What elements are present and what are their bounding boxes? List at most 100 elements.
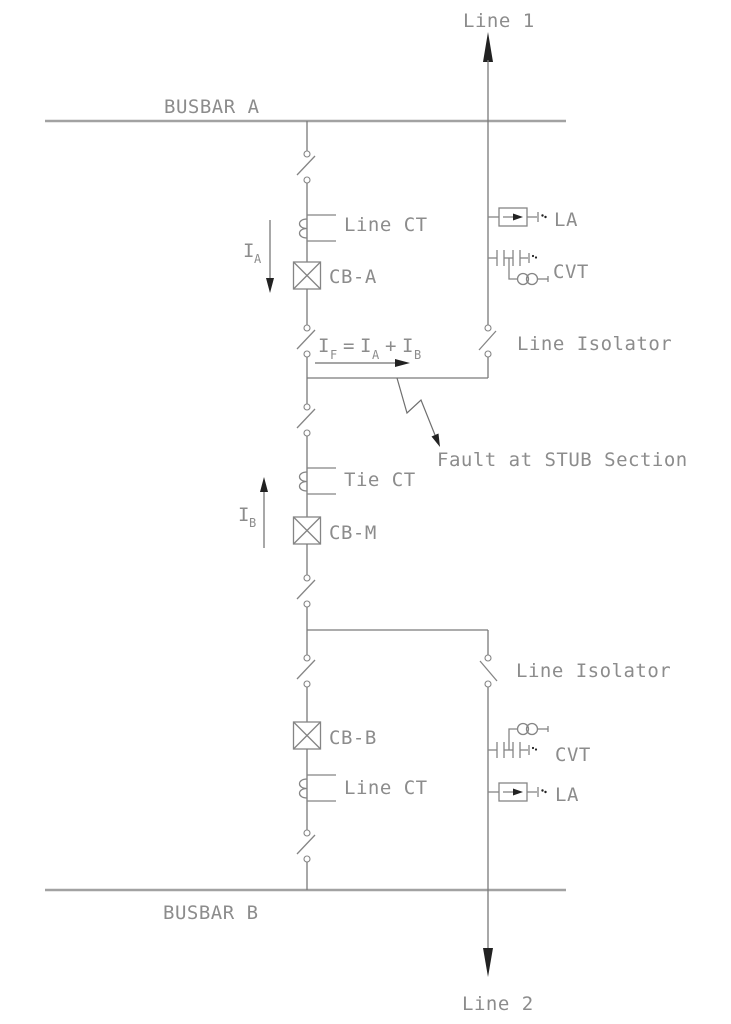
isolator-2-bottom-contact [303,350,311,358]
line-isolator-bottom-contact2 [484,680,492,688]
ib-symbol: I [238,504,250,526]
line2-exit: Line 2 [462,687,534,1015]
isolator-6-top-contact [303,829,311,837]
isolator-4-bottom-contact [303,600,311,608]
eq-s2: A [372,348,380,362]
cb-a-label: CB-A [329,266,377,288]
isolator-3-top-contact [303,403,311,411]
breaker-cb-m-icon [292,516,322,545]
eq-s1: F [330,348,337,362]
la-top-label: LA [554,209,578,231]
line-isolator-top-label: Line Isolator [517,333,672,355]
current-ib-arrow [260,477,268,548]
eq-equals: = [343,335,355,357]
fault-current-equation: I F = I A + I B [315,335,421,367]
ib-arrowhead-icon [260,477,268,492]
la-top-dot2 [544,215,547,219]
line-isolator-top-contact2 [484,350,492,358]
cvt-top-dot1 [531,254,535,258]
isolator-5-top-contact [303,654,311,662]
la-top-dot1 [541,214,544,217]
isolator-1-bottom-contact [303,176,311,184]
fault-arrowhead-icon [431,433,440,447]
isolator-6-bottom-contact [303,855,311,863]
line-isolator-bottom-icon [479,654,498,688]
ia-subscript: A [254,252,262,266]
isolator-5-blade [296,659,316,680]
cvt-bottom-tap [508,728,518,750]
cb-m-label: CB-M [329,522,377,544]
cvt-top-label: CVT [553,261,589,283]
isolator-4-blade [296,579,316,600]
cvt-bottom-label: CVT [555,744,591,766]
la-bottom-dot2 [544,790,547,794]
line2-arrowhead-icon [483,948,493,977]
eq-i1: I [318,335,330,357]
line1-label: Line 1 [463,10,535,32]
current-ia-arrow [266,220,274,293]
ct-top-coil [298,218,308,239]
fault-indicator [396,377,440,447]
line1-arrowhead-icon [483,32,493,62]
cb-b-label: CB-B [329,727,377,749]
isolator-2-top-contact [303,324,311,332]
if-arrowhead-icon [395,359,410,367]
cvt-top-dot2 [534,256,538,259]
fault-label: Fault at STUB Section [437,449,688,471]
tie-ct-coil [298,471,308,492]
cvt-top-tap [508,258,518,280]
cb-m-x2 [293,516,321,545]
busbar-b-label: BUSBAR B [163,902,259,924]
lightning-arrester-bottom-icon [488,782,547,802]
ia-symbol: I [243,240,255,262]
breaker-cb-a-icon [292,261,322,290]
breaker-cb-b-icon [292,721,322,750]
cvt-bottom-winding1 [516,722,530,736]
eq-i3: I [402,335,414,357]
tie-ct-icon [298,467,336,495]
line-isolator-top-contact1 [484,324,492,332]
isolator-1-top-contact [303,150,311,158]
la-bottom-arrowhead-icon [513,788,523,796]
line-isolator-bottom-label: Line Isolator [516,660,671,682]
cvt-top-winding1 [516,272,530,286]
eq-i2: I [360,335,372,357]
line2-label: Line 2 [462,993,534,1015]
isolator-6-blade [296,834,316,855]
line-isolator-bottom-contact1 [484,654,492,662]
ct-bottom-coil [298,778,308,799]
isolator-6-icon [296,829,316,863]
isolator-4-icon [296,574,316,608]
line1-exit: Line 1 [463,10,535,325]
isolator-5-icon [296,654,316,688]
isolator-3-blade [296,408,316,429]
ib-subscript: B [249,516,256,530]
fault-zigzag-icon [396,377,436,436]
cvt-top-icon [488,250,549,286]
isolator-5-bottom-contact [303,680,311,688]
cb-b-x2 [293,721,321,750]
la-bottom-label: LA [555,784,579,806]
line-ct-bottom-icon [298,774,336,802]
line-ct-top-icon [298,214,336,242]
cvt-bottom-dot2 [534,748,538,751]
isolator-3-icon [296,403,316,437]
cvt-bottom-icon [488,722,549,758]
isolator-1-blade [296,155,316,176]
isolator-1-icon [296,150,316,184]
busbar-a-label: BUSBAR A [164,96,260,118]
cb-a-x2 [293,261,321,290]
lightning-arrester-top-icon [488,207,547,227]
isolator-2-icon [296,324,316,358]
ia-arrowhead-icon [266,278,274,293]
cvt-bottom-dot1 [531,746,535,750]
line-isolator-top-icon [478,324,497,358]
la-top-arrowhead-icon [513,213,523,221]
line-ct-bottom-label: Line CT [344,777,428,799]
line-ct-top-label: Line CT [344,214,428,236]
isolator-2-blade [296,329,316,350]
isolator-4-top-contact [303,574,311,582]
isolator-3-bottom-contact [303,429,311,437]
